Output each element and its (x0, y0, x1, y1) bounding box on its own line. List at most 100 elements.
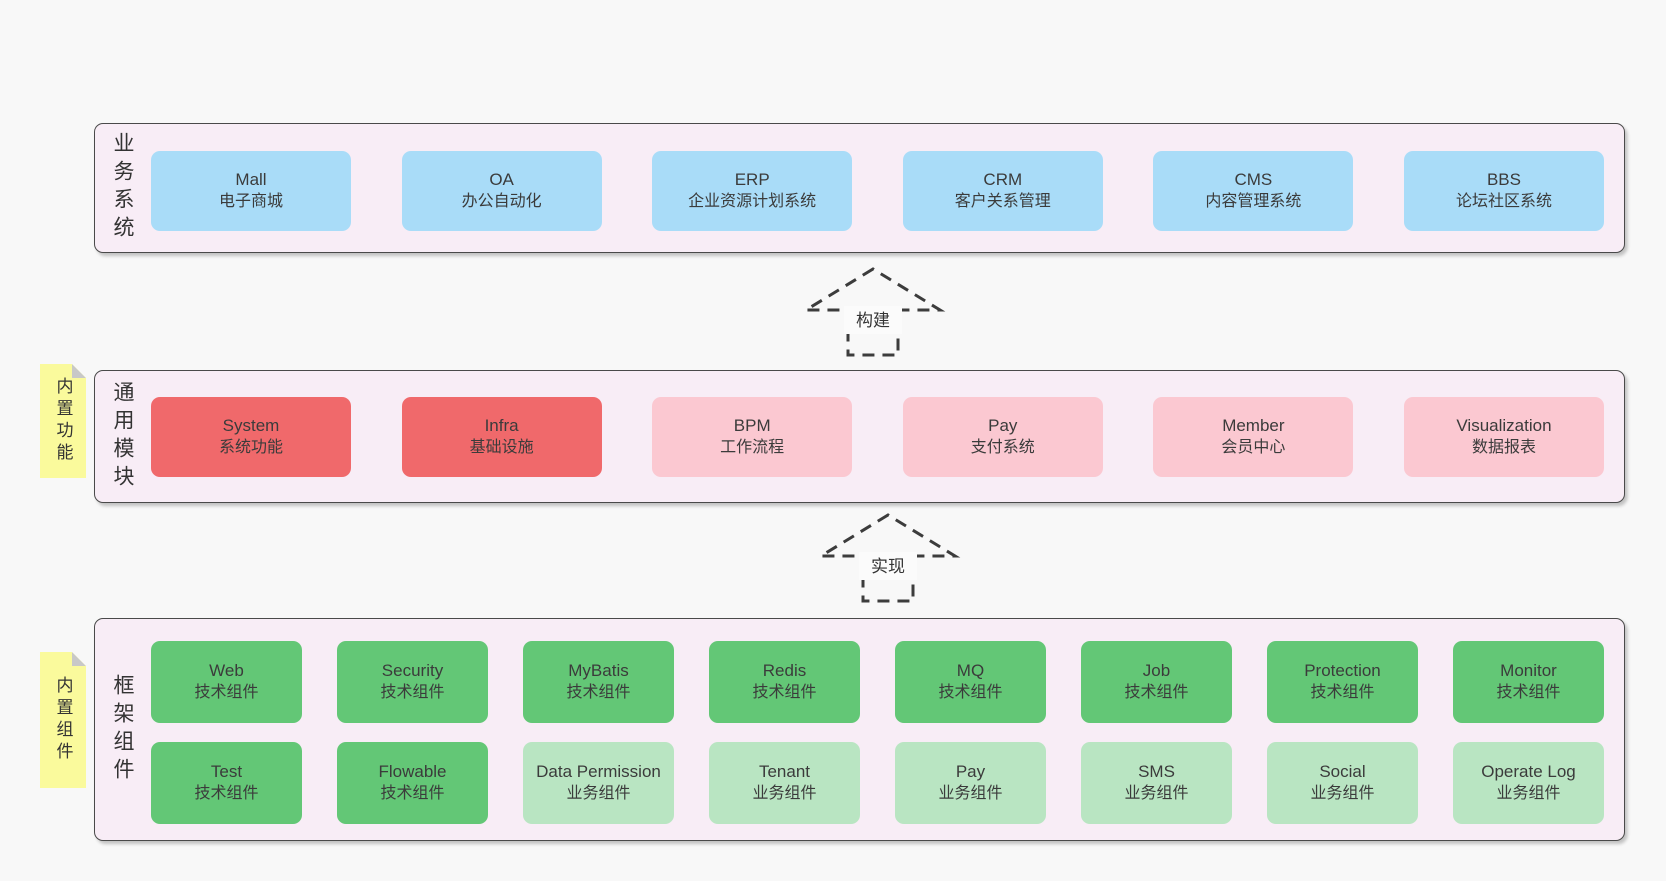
box-subtitle: 业务组件 (752, 785, 817, 803)
box-subtitle: 业务组件 (938, 785, 1003, 803)
box-title: Monitor (1500, 661, 1557, 681)
note-text: 内置组件 (53, 676, 73, 764)
box-pay-module: Pay 支付系统 (902, 397, 1103, 477)
layer-label-text: 通用模块 (111, 380, 134, 493)
build-arrow-icon: 构建 (800, 267, 946, 357)
box-title: Data Permission (536, 762, 661, 782)
box-title: CRM (983, 170, 1023, 190)
box-title: Security (381, 661, 444, 681)
box-subtitle: 办公自动化 (461, 193, 542, 211)
box-flowable: Flowable 技术组件 (337, 742, 488, 824)
box-protection: Protection 技术组件 (1267, 641, 1418, 723)
box-erp: ERP 企业资源计划系统 (652, 151, 853, 231)
box-redis: Redis 技术组件 (709, 641, 860, 723)
box-mq: MQ 技术组件 (895, 641, 1046, 723)
box-pay-component: Pay 业务组件 (895, 742, 1046, 824)
sticky-note-builtin-features: 内置功能 (40, 364, 86, 478)
box-subtitle: 系统功能 (218, 439, 283, 457)
box-member: Member 会员中心 (1153, 397, 1354, 477)
box-subtitle: 客户关系管理 (954, 193, 1051, 211)
box-monitor: Monitor 技术组件 (1453, 641, 1604, 723)
module-boxes-row: System 系统功能 Infra 基础设施 BPM 工作流程 Pay 支付系统… (151, 397, 1604, 477)
box-title: Pay (988, 416, 1018, 436)
sticky-note-builtin-components: 内置组件 (40, 652, 86, 788)
box-subtitle: 工作流程 (720, 439, 785, 457)
box-data-permission: Data Permission 业务组件 (523, 742, 674, 824)
box-subtitle: 技术组件 (194, 785, 259, 803)
box-bpm: BPM 工作流程 (652, 397, 853, 477)
box-job: Job 技术组件 (1081, 641, 1232, 723)
box-subtitle: 技术组件 (566, 684, 631, 702)
box-title: Operate Log (1481, 762, 1576, 782)
box-subtitle: 业务组件 (1124, 785, 1189, 803)
box-title: Social (1319, 762, 1366, 782)
box-subtitle: 电子商城 (218, 193, 283, 211)
component-boxes-row1: Web 技术组件 Security 技术组件 MyBatis 技术组件 Redi… (151, 641, 1604, 723)
implement-arrow-icon: 实现 (815, 513, 961, 603)
box-title: Tenant (758, 762, 811, 782)
box-system: System 系统功能 (151, 397, 351, 477)
component-boxes-row2: Test 技术组件 Flowable 技术组件 Data Permission … (151, 742, 1604, 824)
note-fold-corner (72, 652, 86, 666)
box-tenant: Tenant 业务组件 (709, 742, 860, 824)
box-mall: Mall 电子商城 (151, 151, 351, 231)
box-title: Protection (1304, 661, 1381, 681)
note-text: 内置功能 (53, 377, 73, 465)
box-subtitle: 业务组件 (566, 785, 631, 803)
box-infra: Infra 基础设施 (401, 397, 602, 477)
box-subtitle: 技术组件 (1124, 684, 1189, 702)
box-subtitle: 业务组件 (1496, 785, 1561, 803)
box-title: Redis (762, 661, 807, 681)
layer-common-modules: 通用模块 System 系统功能 Infra 基础设施 BPM 工作流程 Pay… (94, 370, 1625, 503)
box-mybatis: MyBatis 技术组件 (523, 641, 674, 723)
box-title: Mall (235, 170, 267, 190)
box-title: BPM (733, 416, 771, 436)
box-title: OA (489, 170, 514, 190)
arrow-label-bg (844, 306, 902, 334)
box-visualization: Visualization 数据报表 (1403, 397, 1604, 477)
layer-label-text: 业务系统 (111, 132, 134, 244)
arrow-label: 实现 (871, 557, 905, 576)
box-subtitle: 技术组件 (938, 684, 1003, 702)
box-test: Test 技术组件 (151, 742, 302, 824)
layer-label-modules: 通用模块 (104, 371, 140, 502)
box-security: Security 技术组件 (337, 641, 488, 723)
box-subtitle: 企业资源计划系统 (688, 193, 817, 211)
box-title: System (222, 416, 280, 436)
box-subtitle: 论坛社区系统 (1455, 193, 1552, 211)
box-title: CMS (1234, 170, 1273, 190)
box-title: Infra (484, 416, 519, 436)
arrow-label: 构建 (856, 311, 890, 330)
box-operate-log: Operate Log 业务组件 (1453, 742, 1604, 824)
box-subtitle: 会员中心 (1221, 439, 1286, 457)
box-title: Flowable (378, 762, 447, 782)
arrow-label-bg (859, 552, 917, 580)
box-title: Visualization (1456, 416, 1552, 436)
box-subtitle: 基础设施 (469, 439, 534, 457)
box-title: BBS (1486, 170, 1521, 190)
box-subtitle: 数据报表 (1471, 439, 1536, 457)
box-subtitle: 技术组件 (194, 684, 259, 702)
box-title: Member (1222, 416, 1285, 436)
box-title: Pay (955, 762, 986, 782)
box-subtitle: 内容管理系统 (1205, 193, 1302, 211)
box-title: ERP (734, 170, 770, 190)
box-title: Test (210, 762, 243, 782)
box-crm: CRM 客户关系管理 (902, 151, 1103, 231)
box-title: MyBatis (568, 661, 629, 681)
box-title: SMS (1138, 762, 1175, 782)
box-web: Web 技术组件 (151, 641, 302, 723)
box-subtitle: 支付系统 (970, 439, 1035, 457)
box-oa: OA 办公自动化 (401, 151, 602, 231)
box-title: Job (1142, 661, 1171, 681)
box-title: MQ (956, 661, 985, 681)
box-subtitle: 技术组件 (752, 684, 817, 702)
layer-business-systems: 业务系统 Mall 电子商城 OA 办公自动化 ERP 企业资源计划系统 CRM… (94, 123, 1625, 253)
box-bbs: BBS 论坛社区系统 (1403, 151, 1604, 231)
box-subtitle: 技术组件 (380, 785, 445, 803)
box-cms: CMS 内容管理系统 (1153, 151, 1354, 231)
box-subtitle: 技术组件 (380, 684, 445, 702)
note-fold-corner (72, 364, 86, 378)
box-sms: SMS 业务组件 (1081, 742, 1232, 824)
layer-label-business: 业务系统 (104, 124, 140, 252)
